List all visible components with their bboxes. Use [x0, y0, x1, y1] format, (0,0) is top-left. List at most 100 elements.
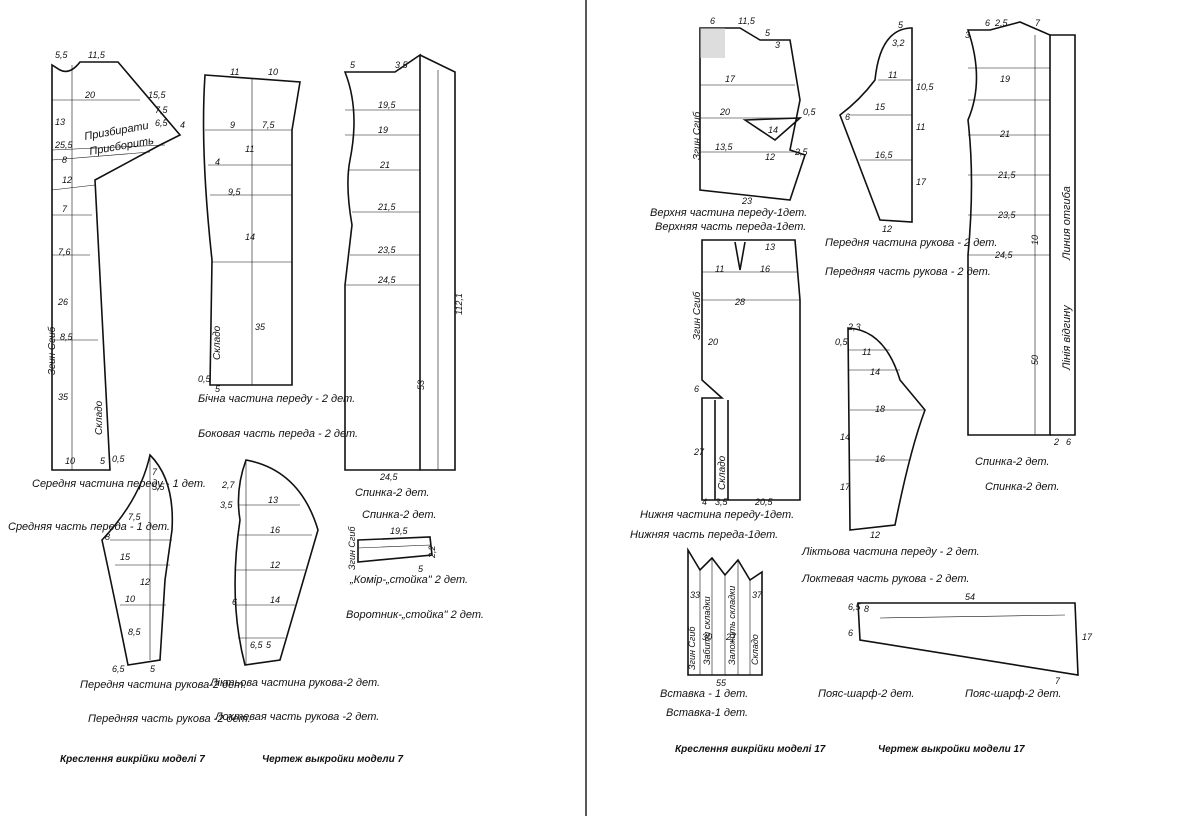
dim: 27 [725, 632, 737, 642]
dim: 10 [65, 456, 75, 466]
dim: 17 [1082, 632, 1093, 642]
dim: 2,3 [847, 322, 861, 332]
dim: 16 [760, 264, 770, 274]
dim: 7,5 [155, 105, 169, 115]
dim: 2,2 [427, 545, 437, 559]
dim: 6,5 [848, 602, 862, 612]
fold-label: Згин Сгиб [347, 526, 357, 570]
dim: 50 [1030, 355, 1040, 365]
dim: 14 [840, 432, 850, 442]
dim: 3 [965, 30, 970, 40]
fold-label: Згин Сгиб [691, 111, 703, 160]
right-insert-piece: Згин Сгиб Забити складки Заложить складк… [687, 547, 763, 688]
dim: 19,5 [378, 100, 397, 110]
left-middle-front-ru: Средняя часть переда - 1 дет. [8, 521, 170, 533]
dim: 5 [418, 564, 424, 574]
dim: 2 [1053, 437, 1059, 447]
left-elbow-sleeve-piece: 2,7 3,5 13 16 12 14 6 6,5 5 [220, 459, 319, 666]
dim: 0,5 [198, 374, 212, 384]
dim: 11 [715, 264, 724, 274]
dim: 11,5 [738, 16, 756, 26]
dim: 8 [62, 155, 67, 165]
dim: 54 [965, 592, 975, 602]
right-sash-ua: Пояс-шарф-2 дет. [818, 688, 914, 700]
left-back-ru: Спинка-2 дет. [362, 509, 437, 521]
dim: 5 [898, 20, 904, 30]
dim: 5,5 [152, 482, 166, 492]
dim: 35 [58, 392, 69, 402]
dim: 20 [707, 337, 718, 347]
left-side-front-ua: Бічна частина переду - 2 дет. [198, 393, 355, 405]
dim: 15 [120, 552, 131, 562]
right-upper-front-piece: Згин Сгиб 6 11,5 5 3 17 20 14 13,5 12 2,… [691, 16, 817, 206]
dim: 12 [62, 175, 72, 185]
left-elbow-sleeve-ru: Локтевая часть рукова -2 дет. [214, 711, 379, 723]
dim: 11 [862, 347, 871, 357]
right-lower-front-ua: Нижня частина переду-1дет. [640, 509, 794, 521]
dim: 6 [985, 18, 990, 28]
dim: 9,5 [228, 187, 242, 197]
dim: 21 [999, 129, 1010, 139]
dim: 35 [255, 322, 266, 332]
dim: 19 [378, 125, 388, 135]
dim: 5 [350, 60, 356, 70]
dim: 26 [57, 297, 68, 307]
dim: 19,5 [390, 526, 409, 536]
dim: 17 [916, 177, 927, 187]
dim: 2,5 [794, 147, 809, 157]
dim: 12 [765, 152, 775, 162]
right-footer-ua: Креслення викрійки моделі 17 [675, 744, 826, 755]
right-lower-front-ru: Нижняя часть переда-1дет. [630, 529, 778, 541]
left-footer-ua: Креслення викрійки моделі 7 [60, 754, 205, 765]
dim: 11,5 [88, 50, 106, 60]
right-front-sleeve-ua: Передня частина рукова - 2 дет. [825, 237, 997, 249]
dim: 21,5 [377, 202, 397, 212]
right-sash-ru: Пояс-шарф-2 дет. [965, 688, 1061, 700]
dim: 14 [270, 595, 280, 605]
left-elbow-sleeve-ua: Ліктьова частина рукова-2 дет. [209, 677, 380, 689]
dim: 6 [1066, 437, 1071, 447]
dim: 11 [245, 144, 254, 154]
dim: 5 [100, 456, 106, 466]
left-front-sleeve-ru: Передняя часть рукова -2 дет. [88, 713, 251, 725]
dim: 5 [150, 664, 156, 674]
left-back-piece: 5 3,5 19,5 19 21 21,5 23,5 24,5 112,1 53… [343, 53, 464, 482]
right-insert-ua: Вставка - 1 дет. [660, 688, 748, 700]
dim: 12 [140, 577, 150, 587]
dim: 112,1 [454, 293, 464, 315]
dim: 3 [775, 40, 780, 50]
dim: 13 [765, 242, 775, 252]
dim: 21,5 [997, 170, 1017, 180]
dim: 21 [379, 160, 390, 170]
dim: 14 [768, 125, 778, 135]
dim: 33 [690, 590, 700, 600]
dim: 8 [864, 604, 869, 614]
dim: 16 [875, 454, 885, 464]
left-collar-ru: Воротник-„стойка" 2 дет. [346, 609, 484, 621]
left-footer-ru: Чертеж выкройки модели 7 [262, 754, 403, 765]
dim: 8,5 [60, 332, 74, 342]
dim: 3,5 [715, 497, 729, 507]
dim: 16,5 [875, 150, 894, 160]
left-front-sleeve-piece: 7 5,5 7,5 8 15 12 10 8,5 6,5 5 [101, 453, 174, 674]
dim: 6,5 [250, 640, 264, 650]
pleat-label-ru: Заложить складки [727, 586, 737, 665]
dim: 10 [125, 594, 135, 604]
dim: 55 [716, 678, 727, 688]
dim: 3,5 [395, 60, 409, 70]
dim: 12 [882, 224, 892, 234]
dim: 20 [719, 107, 730, 117]
dim: 4 [215, 157, 220, 167]
dim: 20,5 [754, 497, 774, 507]
dim: 6 [845, 112, 850, 122]
left-middle-front-piece: Призбирати Присборить Згин Сгиб Складо 5… [46, 50, 185, 471]
dim: 6,5 [155, 118, 169, 128]
dim: 7 [152, 467, 158, 477]
dim: 0,5 [112, 454, 126, 464]
dim: 13 [268, 495, 278, 505]
right-front-sleeve-piece: 5 3,2 11 15 6 16,5 10,5 11 17 12 [839, 20, 935, 234]
dim: 28 [734, 297, 745, 307]
dim: 4 [702, 497, 707, 507]
dim: 6 [232, 597, 237, 607]
